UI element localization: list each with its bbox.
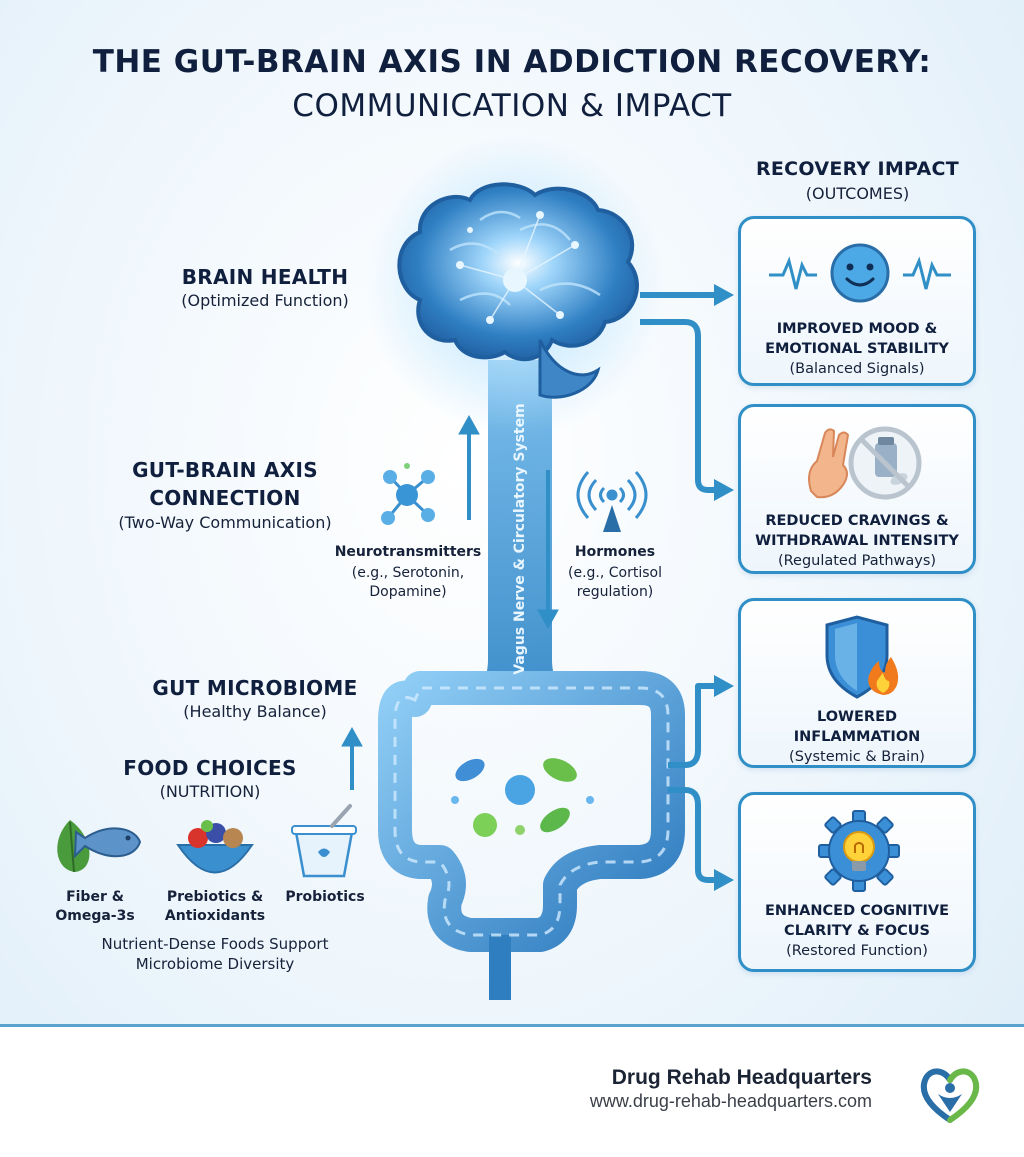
gut-microbiome-heading: GUT MICROBIOME: [152, 676, 358, 700]
card-title-line1: ENHANCED COGNITIVE: [765, 903, 949, 919]
axis-heading-line1: GUT-BRAIN AXIS: [132, 458, 318, 482]
card-sub: (Systemic & Brain): [789, 749, 925, 765]
hormones-title: Hormones: [574, 544, 656, 560]
card-title-line1: REDUCED CRAVINGS &: [765, 513, 949, 529]
shield-flame-icon: [825, 615, 899, 699]
neurotransmitters-line3: Dopamine): [369, 584, 447, 600]
axis-heading-line2: CONNECTION: [149, 486, 301, 510]
card-title-line1: LOWERED: [816, 709, 898, 725]
food-item-label: Fiber &: [66, 889, 124, 905]
page-title: THE GUT-BRAIN AXIS IN ADDICTION RECOVERY…: [92, 44, 932, 80]
heart-person-logo-icon: [920, 1068, 980, 1123]
card-title-line2: WITHDRAWAL INTENSITY: [755, 533, 959, 549]
recovery-card-mood: IMPROVED MOOD & EMOTIONAL STABILITY (Bal…: [738, 216, 976, 386]
recovery-arrowheads: [714, 284, 734, 891]
card-title-line2: EMOTIONAL STABILITY: [765, 341, 949, 357]
brain-icon: [397, 182, 639, 399]
hormone-signal-icon: [576, 471, 648, 532]
neurotransmitters-title: Neurotransmitters: [334, 544, 482, 560]
food-up-arrow: [341, 726, 363, 790]
recovery-card-cravings: REDUCED CRAVINGS & WITHDRAWAL INTENSITY …: [738, 404, 976, 574]
card-sub: (Restored Function): [786, 943, 928, 959]
neurotransmitters-line2: (e.g., Serotonin,: [351, 565, 465, 581]
neurotransmitter-molecule-icon: [381, 463, 435, 525]
recovery-heading: RECOVERY IMPACT: [755, 158, 960, 180]
card-title-line2: INFLAMMATION: [793, 729, 921, 745]
food-choices-heading: FOOD CHOICES: [123, 756, 297, 780]
gut-microbiome-sub: (Healthy Balance): [183, 702, 327, 721]
footer: [0, 1024, 1024, 1157]
footer-brand-name: Drug Rehab Headquarters: [611, 1066, 872, 1089]
gut-brain-illustration: [57, 135, 734, 1000]
gut-intestine-icon: [378, 671, 685, 1000]
food-note-line2: Microbiome Diversity: [135, 955, 295, 973]
food-choices-sub: (NUTRITION): [159, 782, 261, 801]
food-item-label: Omega-3s: [55, 908, 135, 924]
hormone-down-arrow: [537, 470, 559, 630]
axis-sub: (Two-Way Communication): [118, 513, 332, 532]
gear-lightbulb-icon: [818, 810, 900, 892]
vagus-nerve-label: Vagus Nerve & Circulatory System: [512, 403, 528, 675]
brain-health-sub: (Optimized Function): [181, 291, 349, 310]
footer-url[interactable]: www.drug-rehab-headquarters.com: [589, 1091, 872, 1111]
food-item-label: Antioxidants: [164, 908, 266, 924]
food-item-label: Prebiotics &: [166, 889, 264, 905]
card-title-line1: IMPROVED MOOD &: [776, 321, 938, 337]
page-subtitle: COMMUNICATION & IMPACT: [292, 88, 732, 124]
recovery-connectors: [640, 292, 718, 883]
fruit-nut-bowl-icon: [176, 820, 254, 874]
hormones-line3: regulation): [576, 584, 654, 600]
card-sub: (Regulated Pathways): [777, 553, 937, 569]
stop-hand-no-pills-icon: [808, 426, 922, 500]
smiley-heartbeat-icon: [769, 243, 951, 303]
recovery-card-inflammation: LOWERED INFLAMMATION (Systemic & Brain): [738, 598, 976, 768]
recovery-card-cognitive: ENHANCED COGNITIVE CLARITY & FOCUS (Rest…: [738, 792, 976, 972]
brain-health-heading: BRAIN HEALTH: [181, 265, 349, 289]
recovery-sub: (OUTCOMES): [805, 184, 910, 203]
leafy-greens-fish-icon: [57, 820, 142, 873]
yogurt-cup-icon: [291, 804, 357, 878]
card-title-line2: CLARITY & FOCUS: [784, 923, 930, 939]
food-note-line1: Nutrient-Dense Foods Support: [101, 935, 329, 953]
food-item-label: Probiotics: [285, 889, 365, 905]
neuro-up-arrow: [458, 414, 480, 520]
card-sub: (Balanced Signals): [789, 361, 925, 377]
hormones-line2: (e.g., Cortisol: [568, 565, 662, 581]
